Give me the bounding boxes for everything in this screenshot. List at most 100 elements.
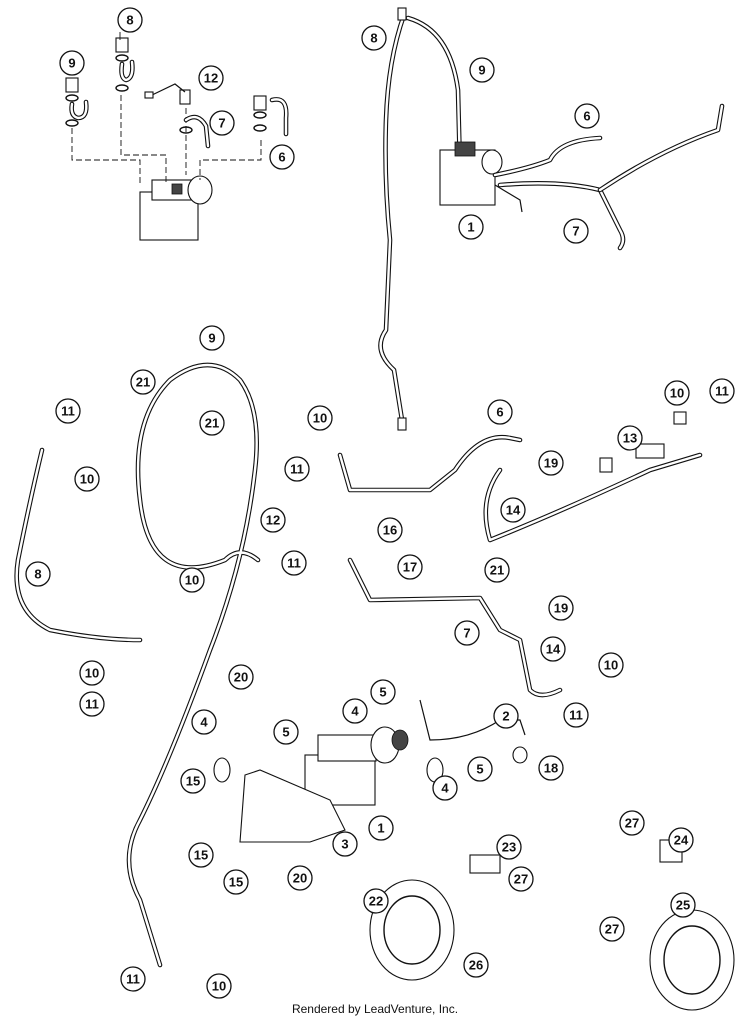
callout-15[interactable]: 15 xyxy=(180,768,206,794)
callout-15[interactable]: 15 xyxy=(188,842,214,868)
callout-27[interactable]: 27 xyxy=(508,866,534,892)
callout-15[interactable]: 15 xyxy=(223,869,249,895)
callout-23[interactable]: 23 xyxy=(496,834,522,860)
callout-20[interactable]: 20 xyxy=(287,865,313,891)
svg-text:10: 10 xyxy=(670,386,684,401)
callout-7[interactable]: 7 xyxy=(209,110,235,136)
svg-text:1: 1 xyxy=(467,220,474,235)
callout-3[interactable]: 3 xyxy=(332,831,358,857)
callout-12[interactable]: 12 xyxy=(260,507,286,533)
callout-14[interactable]: 14 xyxy=(500,497,526,523)
callout-19[interactable]: 19 xyxy=(548,595,574,621)
callouts: 8 9 12 7 6 8 9 6 1 7 9 21 11 10 21 10 11… xyxy=(25,7,735,999)
svg-text:8: 8 xyxy=(34,567,41,582)
svg-text:15: 15 xyxy=(194,848,208,863)
svg-text:1: 1 xyxy=(377,821,384,836)
callout-11[interactable]: 11 xyxy=(55,398,81,424)
svg-text:10: 10 xyxy=(313,411,327,426)
svg-text:21: 21 xyxy=(136,375,150,390)
svg-text:9: 9 xyxy=(208,331,215,346)
callout-20[interactable]: 20 xyxy=(228,664,254,690)
callout-14[interactable]: 14 xyxy=(540,636,566,662)
svg-text:12: 12 xyxy=(266,513,280,528)
callout-7[interactable]: 7 xyxy=(454,620,480,646)
svg-text:7: 7 xyxy=(218,116,225,131)
svg-text:23: 23 xyxy=(502,840,516,855)
svg-text:7: 7 xyxy=(463,626,470,641)
svg-text:18: 18 xyxy=(544,761,558,776)
svg-text:9: 9 xyxy=(68,56,75,71)
svg-text:9: 9 xyxy=(478,63,485,78)
svg-text:26: 26 xyxy=(469,958,483,973)
callout-1[interactable]: 1 xyxy=(458,214,484,240)
callout-10[interactable]: 10 xyxy=(598,652,624,678)
callout-11[interactable]: 11 xyxy=(281,550,307,576)
callout-4[interactable]: 4 xyxy=(191,709,217,735)
callout-21[interactable]: 21 xyxy=(130,369,156,395)
callout-11[interactable]: 11 xyxy=(79,691,105,717)
svg-text:21: 21 xyxy=(205,416,219,431)
callout-5[interactable]: 5 xyxy=(370,679,396,705)
callout-4[interactable]: 4 xyxy=(342,698,368,724)
callout-6[interactable]: 6 xyxy=(574,103,600,129)
callout-27[interactable]: 27 xyxy=(599,916,625,942)
callout-18[interactable]: 18 xyxy=(538,755,564,781)
callout-5[interactable]: 5 xyxy=(467,756,493,782)
svg-text:21: 21 xyxy=(490,563,504,578)
svg-text:20: 20 xyxy=(234,670,248,685)
callout-26[interactable]: 26 xyxy=(463,952,489,978)
brake-lines-middle xyxy=(14,362,703,968)
svg-text:5: 5 xyxy=(476,762,483,777)
abs-unit-top-left xyxy=(65,32,289,241)
callout-6[interactable]: 6 xyxy=(269,144,295,170)
callout-11[interactable]: 11 xyxy=(709,378,735,404)
svg-text:17: 17 xyxy=(403,560,417,575)
callout-2[interactable]: 2 xyxy=(493,703,519,729)
callout-27[interactable]: 27 xyxy=(619,810,645,836)
svg-text:15: 15 xyxy=(186,774,200,789)
callout-1[interactable]: 1 xyxy=(368,815,394,841)
abs-routing-top-right xyxy=(378,7,725,431)
callout-9[interactable]: 9 xyxy=(199,325,225,351)
callout-21[interactable]: 21 xyxy=(484,557,510,583)
svg-text:5: 5 xyxy=(379,685,386,700)
callout-24[interactable]: 24 xyxy=(668,827,694,853)
callout-11[interactable]: 11 xyxy=(563,702,589,728)
svg-text:6: 6 xyxy=(278,150,285,165)
callout-6[interactable]: 6 xyxy=(487,399,513,425)
callout-8[interactable]: 8 xyxy=(25,561,51,587)
callout-13[interactable]: 13 xyxy=(617,425,643,451)
callout-10[interactable]: 10 xyxy=(79,660,105,686)
sensor-rings xyxy=(369,839,735,1011)
callout-8[interactable]: 8 xyxy=(361,25,387,51)
callout-11[interactable]: 11 xyxy=(284,456,310,482)
svg-text:11: 11 xyxy=(290,462,304,477)
callout-21[interactable]: 21 xyxy=(199,410,225,436)
callout-16[interactable]: 16 xyxy=(377,517,403,543)
callout-9[interactable]: 9 xyxy=(469,57,495,83)
svg-text:4: 4 xyxy=(200,715,208,730)
callout-10[interactable]: 10 xyxy=(206,973,232,999)
svg-text:4: 4 xyxy=(441,781,449,796)
callout-11[interactable]: 11 xyxy=(120,966,146,992)
callout-10[interactable]: 10 xyxy=(74,466,100,492)
svg-text:11: 11 xyxy=(85,697,99,712)
callout-10[interactable]: 10 xyxy=(179,567,205,593)
svg-text:10: 10 xyxy=(185,573,199,588)
callout-12[interactable]: 12 xyxy=(198,65,224,91)
callout-5[interactable]: 5 xyxy=(273,719,299,745)
callout-9[interactable]: 9 xyxy=(59,50,85,76)
callout-8[interactable]: 8 xyxy=(117,7,143,33)
callout-25[interactable]: 25 xyxy=(670,892,696,918)
svg-text:4: 4 xyxy=(351,704,359,719)
svg-text:8: 8 xyxy=(126,13,133,28)
callout-4[interactable]: 4 xyxy=(432,775,458,801)
callout-22[interactable]: 22 xyxy=(363,888,389,914)
callout-17[interactable]: 17 xyxy=(397,554,423,580)
svg-text:5: 5 xyxy=(282,725,289,740)
callout-19[interactable]: 19 xyxy=(538,450,564,476)
callout-10[interactable]: 10 xyxy=(664,380,690,406)
callout-7[interactable]: 7 xyxy=(563,218,589,244)
callout-10[interactable]: 10 xyxy=(307,405,333,431)
